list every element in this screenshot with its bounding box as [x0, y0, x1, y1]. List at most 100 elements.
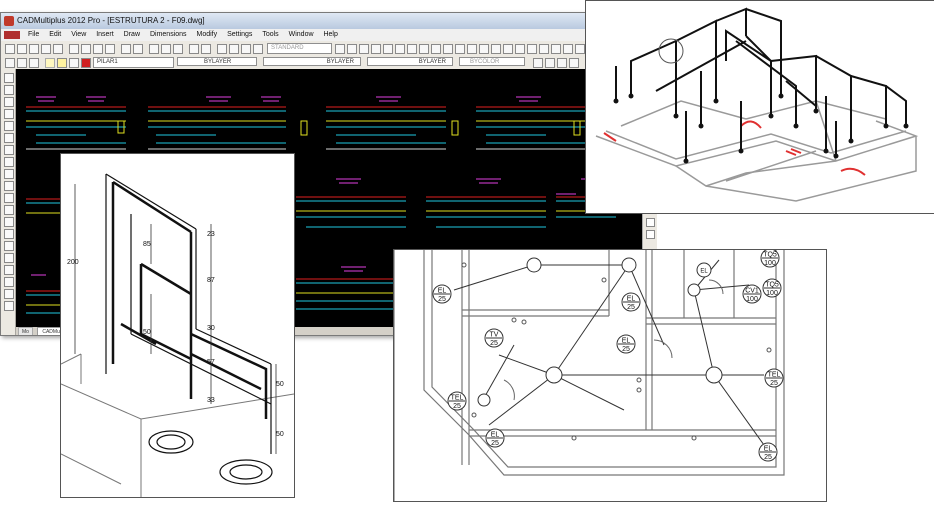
- menu-help[interactable]: Help: [323, 31, 338, 38]
- ellipse-icon[interactable]: [443, 44, 453, 54]
- layer-manager-icon[interactable]: [5, 58, 15, 68]
- block-icon[interactable]: [455, 44, 465, 54]
- break-tool-icon[interactable]: [4, 217, 14, 227]
- donut-icon[interactable]: [419, 44, 429, 54]
- stretch-tool-icon[interactable]: [4, 181, 14, 191]
- view-3d-icon[interactable]: [545, 58, 555, 68]
- new-file-icon[interactable]: [5, 44, 15, 54]
- document-menu-icon[interactable]: [4, 31, 20, 39]
- copy-icon[interactable]: [81, 44, 91, 54]
- rectangle-icon[interactable]: [383, 44, 393, 54]
- line-icon[interactable]: [335, 44, 345, 54]
- zoom-window-icon[interactable]: [173, 44, 183, 54]
- layer-lock-icon[interactable]: [69, 58, 79, 68]
- menu-edit[interactable]: Edit: [49, 31, 62, 38]
- move-tool-icon[interactable]: [4, 145, 14, 155]
- view-orbit-icon[interactable]: [569, 58, 579, 68]
- redraw-icon[interactable]: [189, 44, 199, 54]
- layer-freeze-icon[interactable]: [57, 58, 67, 68]
- beam-row-bottom: [26, 278, 396, 314]
- dimension-icon[interactable]: [515, 44, 525, 54]
- undo-icon[interactable]: [121, 44, 131, 54]
- fixture-value: 25: [764, 454, 772, 461]
- offset-tool-icon[interactable]: [4, 121, 14, 131]
- text-style-icon[interactable]: [217, 44, 227, 54]
- circle-icon[interactable]: [407, 44, 417, 54]
- view-icon[interactable]: [646, 218, 655, 227]
- match-properties-icon[interactable]: [105, 44, 115, 54]
- model-tab[interactable]: Mo: [18, 327, 33, 335]
- settings-icon[interactable]: [551, 44, 561, 54]
- title-bar[interactable]: CADMultiplus 2012 Pro - [ESTRUTURA 2 - F…: [1, 13, 643, 29]
- menu-tools[interactable]: Tools: [262, 31, 279, 38]
- text-icon[interactable]: [229, 44, 239, 54]
- view-iso-icon[interactable]: [557, 58, 567, 68]
- erase-tool-icon[interactable]: [4, 85, 14, 95]
- fillet-tool-icon[interactable]: [4, 241, 14, 251]
- hatch-icon[interactable]: [479, 44, 489, 54]
- menu-modify[interactable]: Modify: [196, 31, 218, 38]
- scale-tool-icon[interactable]: [4, 169, 14, 179]
- print-preview-icon[interactable]: [53, 44, 63, 54]
- find-text-icon[interactable]: [253, 44, 263, 54]
- print-icon[interactable]: [41, 44, 51, 54]
- linetype-select[interactable]: BYLAYER: [263, 57, 361, 66]
- trim-tool-icon[interactable]: [4, 193, 14, 203]
- array-tool-icon[interactable]: [4, 133, 14, 143]
- plot-style-select[interactable]: BYCOLOR: [459, 57, 525, 66]
- table-icon[interactable]: [503, 44, 513, 54]
- measure-tool-icon[interactable]: [4, 301, 14, 311]
- rotate-tool-icon[interactable]: [4, 157, 14, 167]
- select-tool-icon[interactable]: [4, 73, 14, 83]
- grid-icon[interactable]: [646, 230, 655, 239]
- plan-doors: [503, 279, 724, 401]
- color-select[interactable]: BYLAYER: [177, 57, 257, 66]
- extend-tool-icon[interactable]: [4, 205, 14, 215]
- paste-icon[interactable]: [93, 44, 103, 54]
- explode-tool-icon[interactable]: [4, 253, 14, 263]
- mtext-icon[interactable]: [241, 44, 251, 54]
- fixture-code: EL: [491, 432, 500, 439]
- run-icon[interactable]: [563, 44, 573, 54]
- cut-icon[interactable]: [69, 44, 79, 54]
- lineweight-select[interactable]: BYLAYER: [367, 57, 453, 66]
- copy-tool-icon[interactable]: [4, 97, 14, 107]
- hatch-tool-icon[interactable]: [4, 265, 14, 275]
- menu-draw[interactable]: Draw: [123, 31, 141, 38]
- arrow-icon[interactable]: [575, 44, 585, 54]
- menu-dimensions[interactable]: Dimensions: [149, 31, 187, 38]
- dim-label: 85: [143, 241, 151, 248]
- text-tool-icon[interactable]: [4, 277, 14, 287]
- polyline-icon[interactable]: [359, 44, 369, 54]
- menu-view[interactable]: View: [71, 31, 87, 38]
- dim-tool-icon[interactable]: [4, 289, 14, 299]
- distance-icon[interactable]: [539, 44, 549, 54]
- menu-insert[interactable]: Insert: [96, 31, 114, 38]
- layer-select[interactable]: PILAR1: [93, 57, 174, 68]
- menu-file[interactable]: File: [27, 31, 40, 38]
- chamfer-tool-icon[interactable]: [4, 229, 14, 239]
- leader-icon[interactable]: [527, 44, 537, 54]
- fixture-code: EL: [627, 296, 636, 303]
- save-icon[interactable]: [29, 44, 39, 54]
- arc-icon[interactable]: [395, 44, 405, 54]
- redo-icon[interactable]: [133, 44, 143, 54]
- zoom-icon[interactable]: [161, 44, 171, 54]
- pan-icon[interactable]: [149, 44, 159, 54]
- region-icon[interactable]: [491, 44, 501, 54]
- open-file-icon[interactable]: [17, 44, 27, 54]
- layer-previous-icon[interactable]: [29, 58, 39, 68]
- text-style-select[interactable]: STANDARD: [267, 43, 332, 54]
- xline-icon[interactable]: [347, 44, 357, 54]
- layer-state-icon[interactable]: [17, 58, 27, 68]
- polygon-icon[interactable]: [371, 44, 381, 54]
- spline-icon[interactable]: [431, 44, 441, 54]
- point-icon[interactable]: [467, 44, 477, 54]
- view-top-icon[interactable]: [533, 58, 543, 68]
- menu-window[interactable]: Window: [288, 31, 314, 38]
- layer-on-icon[interactable]: [45, 58, 55, 68]
- help-icon[interactable]: [201, 44, 211, 54]
- mirror-tool-icon[interactable]: [4, 109, 14, 119]
- menu-settings[interactable]: Settings: [227, 31, 253, 38]
